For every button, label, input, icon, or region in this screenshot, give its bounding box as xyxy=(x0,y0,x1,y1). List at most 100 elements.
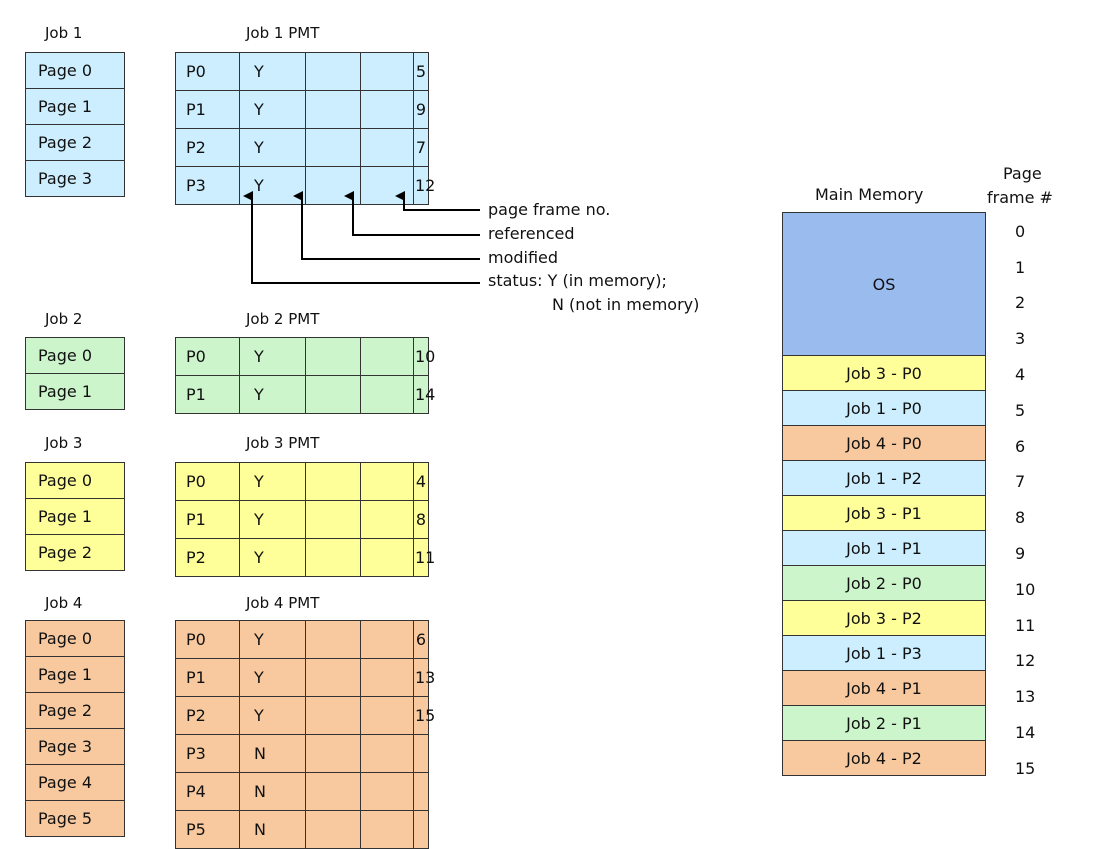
pmt-cell xyxy=(305,52,361,91)
arrow-modified xyxy=(293,191,480,260)
pmt-cell xyxy=(360,462,414,501)
page-cell: Page 1 xyxy=(25,88,125,125)
page-cell: Page 1 xyxy=(25,656,125,693)
frame-number: 6 xyxy=(1015,436,1026,456)
legend-status-n: N (not in memory) xyxy=(552,295,700,314)
page-cell: Page 0 xyxy=(25,337,125,374)
pmt-cell: 7 xyxy=(413,128,429,167)
page-cell: Page 2 xyxy=(25,534,125,571)
pmt-cell: N xyxy=(239,772,306,811)
pmt-cell: P0 xyxy=(175,620,240,659)
pmt-cell: P2 xyxy=(175,538,240,577)
pmt-cell: Y xyxy=(239,337,306,376)
legend-status: status: Y (in memory); xyxy=(488,271,667,290)
page-cell: Page 0 xyxy=(25,52,125,89)
frame-number: 0 xyxy=(1015,222,1026,241)
pmt-cell xyxy=(360,620,414,659)
memory-frame-cell: Job 2 - P1 xyxy=(782,705,986,741)
memory-frame-cell: Job 4 - P0 xyxy=(782,425,986,461)
page-cell: Page 3 xyxy=(25,728,125,765)
memory-frame-cell: Job 3 - P2 xyxy=(782,600,986,636)
legend-referenced: referenced xyxy=(488,224,575,243)
pmt-cell: 6 xyxy=(413,620,429,659)
pmt-label: Job 2 PMT xyxy=(246,310,320,328)
pmt-cell xyxy=(305,462,361,501)
memory-frame-cell: Job 1 - P2 xyxy=(782,460,986,496)
page-cell: Page 1 xyxy=(25,373,125,410)
pmt-cell: P0 xyxy=(175,337,240,376)
pmt-cell: Y xyxy=(239,128,306,167)
memory-frame-cell: Job 1 - P1 xyxy=(782,530,986,566)
pmt-label: Job 1 PMT xyxy=(246,24,320,42)
arrow-frame xyxy=(395,191,480,211)
pmt-cell xyxy=(305,620,361,659)
pmt-cell xyxy=(413,772,429,811)
main-memory-title: Main Memory xyxy=(815,185,924,204)
page-cell: Page 3 xyxy=(25,160,125,197)
pmt-cell: 13 xyxy=(413,658,435,697)
frame-number: 2 xyxy=(1015,293,1026,312)
memory-frame-cell: Job 2 - P0 xyxy=(782,565,986,601)
memory-os-block: OS xyxy=(782,212,986,356)
memory-frame-cell: Job 3 - P1 xyxy=(782,495,986,531)
pmt-label: Job 3 PMT xyxy=(246,434,320,452)
pmt-cell xyxy=(360,658,414,697)
page-cell: Page 2 xyxy=(25,124,125,161)
pmt-cell xyxy=(413,734,429,773)
legend-modified: modified xyxy=(488,248,559,267)
frame-number: 10 xyxy=(1015,579,1036,599)
pmt-cell: Y xyxy=(239,52,306,91)
pmt-cell: Y xyxy=(239,696,306,735)
frame-number: 4 xyxy=(1015,365,1026,384)
pmt-cell: Y xyxy=(239,500,306,539)
frame-number: 3 xyxy=(1015,329,1026,348)
job-label: Job 1 xyxy=(45,24,83,42)
pmt-cell xyxy=(305,772,361,811)
memory-frame-cell: Job 4 - P1 xyxy=(782,670,986,706)
frame-number: 15 xyxy=(1015,758,1036,778)
pmt-cell xyxy=(305,538,361,577)
frame-number: 14 xyxy=(1015,723,1036,742)
pmt-cell xyxy=(360,337,414,376)
memory-frame-cell: Job 1 - P0 xyxy=(782,390,986,426)
pmt-cell: Y xyxy=(239,462,306,501)
legend-frame: page frame no. xyxy=(488,200,611,219)
memory-frame-cell: Job 4 - P2 xyxy=(782,740,986,776)
frame-number: 5 xyxy=(1015,400,1026,420)
pmt-cell: Y xyxy=(239,90,306,129)
pmt-cell: P3 xyxy=(175,734,240,773)
page-cell: Page 2 xyxy=(25,692,125,729)
page-cell: Page 4 xyxy=(25,764,125,801)
frame-number: 13 xyxy=(1015,687,1036,707)
pmt-cell xyxy=(360,375,414,414)
page-cell: Page 5 xyxy=(25,800,125,837)
frame-number: 1 xyxy=(1015,258,1026,277)
pmt-cell: 4 xyxy=(413,462,429,501)
pmt-cell: P1 xyxy=(175,90,240,129)
pmt-cell: P0 xyxy=(175,462,240,501)
pmt-cell: Y xyxy=(239,538,306,577)
pmt-cell: 8 xyxy=(413,500,429,539)
pmt-cell: P1 xyxy=(175,658,240,697)
pmt-cell xyxy=(305,375,361,414)
pmt-cell: N xyxy=(239,734,306,773)
pmt-cell: P4 xyxy=(175,772,240,811)
frame-number: 12 xyxy=(1015,651,1036,671)
